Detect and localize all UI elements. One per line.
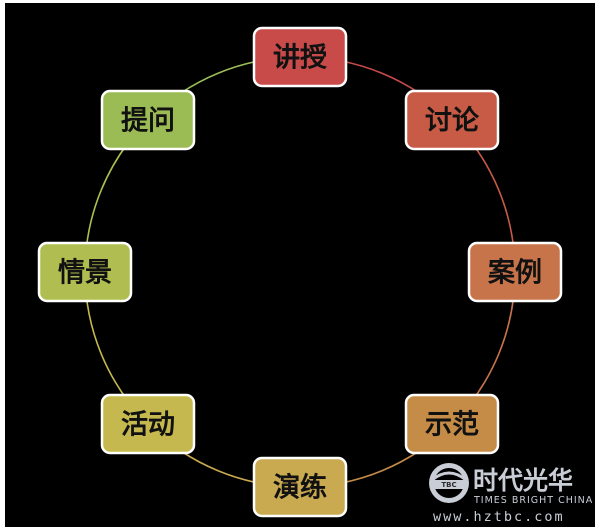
node-box: [467, 241, 563, 303]
node-label: 提问: [121, 106, 175, 137]
node-label: 情景: [58, 258, 112, 289]
node-label: 讨论: [425, 106, 480, 137]
tbc-logo-icon: TBC: [429, 463, 469, 503]
cycle-node-taolun: 讨论: [404, 89, 500, 151]
cycle-node-shifan: 示范: [404, 393, 500, 455]
cycle-node-tiwen: 提问: [100, 89, 196, 151]
node-box: [404, 89, 500, 151]
node-box: [252, 26, 348, 88]
node-label: 案例: [487, 257, 542, 289]
node-label: 活动: [121, 410, 175, 441]
watermark-brand: 时代光华: [473, 466, 573, 495]
node-box: [37, 241, 133, 303]
cycle-node-yanlian: 演练: [252, 456, 348, 518]
cycle-node-anli: 案例: [467, 241, 563, 303]
cycle-node-jiangshou: 讲授: [252, 26, 348, 88]
node-label: 讲授: [273, 43, 327, 74]
tbc-logo-text: TBC: [441, 481, 456, 489]
node-box: [404, 393, 500, 455]
node-box: [252, 456, 348, 518]
node-box: [100, 89, 196, 151]
cycle-node-qingjing: 情景: [37, 241, 133, 303]
node-label: 示范: [425, 410, 479, 441]
watermark: TBC 时代光华 TIMES BRIGHT CHINA www.hztbc.co…: [429, 463, 593, 525]
node-label: 演练: [273, 472, 327, 504]
watermark-url: www.hztbc.com: [433, 509, 565, 525]
watermark-tagline: TIMES BRIGHT CHINA: [473, 495, 593, 506]
cycle-node-huodong: 活动: [100, 393, 196, 455]
node-box: [100, 393, 196, 455]
